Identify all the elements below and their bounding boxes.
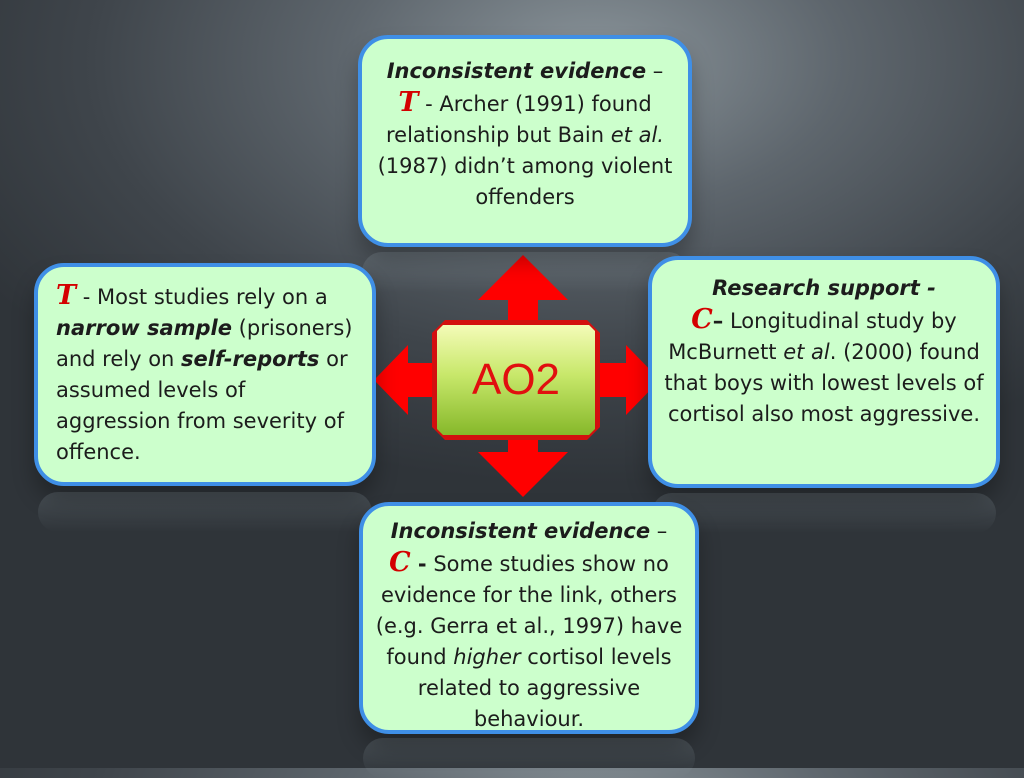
right-marker: C (691, 304, 713, 335)
top-text-2: (1987) didn’t among violent offenders (377, 154, 673, 209)
bottom-dash: – (650, 519, 668, 543)
right-evaluation-box: Research support - C– Longitudinal study… (648, 256, 1000, 488)
left-emph-1: narrow sample (56, 316, 232, 340)
top-marker: T (398, 87, 419, 118)
top-etal: et al. (610, 123, 664, 147)
left-marker: T (56, 280, 77, 311)
center-badge: AO2 (434, 322, 598, 438)
left-evaluation-box: T - Most studies rely on a narrow sample… (34, 263, 376, 486)
left-box-reflection (38, 492, 372, 532)
center-label: AO2 (471, 355, 561, 404)
bottom-text-2: cortisol levels related to aggressive be… (417, 645, 672, 731)
bottom-text-1: Some studies show no evidence for the li… (375, 552, 683, 669)
arrow-up (478, 255, 568, 342)
left-text-2: (prisoners) and rely on (56, 316, 353, 371)
bottom-dash-2: - (410, 552, 427, 576)
left-emph-2: self-reports (181, 347, 320, 371)
right-dash: – (712, 309, 724, 333)
arrow-left (374, 345, 446, 415)
top-dash: – (646, 59, 664, 83)
bottom-emph: higher (453, 645, 521, 669)
top-evaluation-box: Inconsistent evidence – T - Archer (1991… (358, 35, 692, 247)
bottom-heading: Inconsistent evidence (390, 519, 651, 543)
bottom-marker: C (389, 547, 411, 578)
bottom-evaluation-box: Inconsistent evidence – C - Some studies… (359, 502, 699, 734)
arrow-down (478, 420, 568, 497)
right-box-reflection (652, 493, 996, 533)
arrow-right (592, 345, 660, 415)
top-text-1: - Archer (1991) found relationship but B… (386, 92, 652, 147)
right-text-1: Longitudinal study by McBurnett (668, 309, 957, 364)
left-text-3: or assumed levels of aggression from sev… (56, 347, 348, 464)
left-text-1: - Most studies rely on a (76, 285, 328, 309)
right-etal: et al (783, 340, 830, 364)
top-heading: Inconsistent evidence (386, 59, 647, 83)
right-text-2: . (2000) found that boys with lowest lev… (664, 340, 984, 426)
right-heading: Research support - (712, 276, 936, 300)
